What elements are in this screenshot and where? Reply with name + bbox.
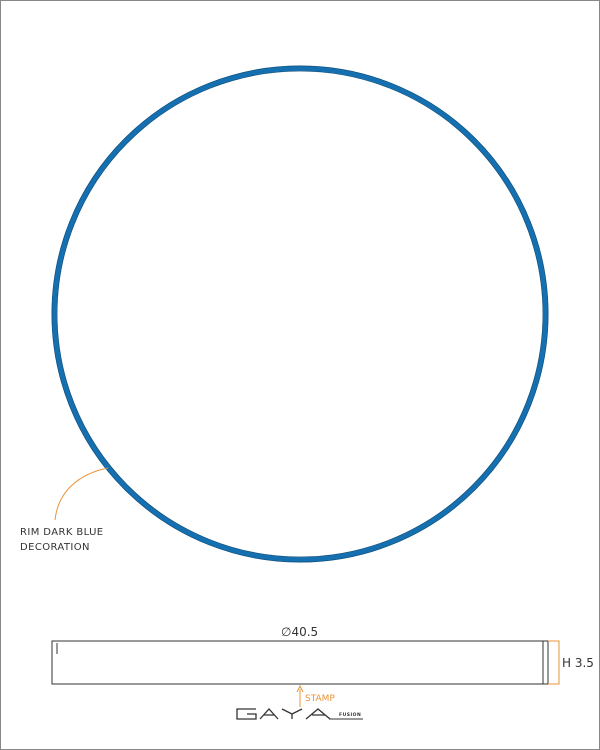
rim-annotation: RIM DARK BLUE DECORATION <box>20 467 109 553</box>
stamp-label: STAMP <box>305 694 335 704</box>
stamp-arrow-head <box>296 684 304 693</box>
side-view-outline <box>51 640 549 685</box>
logo-letter-a-2 <box>305 708 331 720</box>
gaya-logo: FUSION <box>236 708 363 720</box>
height-label: H 3.5 <box>562 656 594 670</box>
rim-label-line-1: RIM DARK BLUE <box>20 527 104 538</box>
rim-inner-edge <box>56 70 544 558</box>
rim-outer-edge <box>51 65 549 563</box>
stamp-annotation: STAMP <box>296 684 335 707</box>
plate-top-view <box>51 65 549 563</box>
height-dimension: H 3.5 <box>548 640 594 685</box>
logo-letter-y <box>281 708 303 719</box>
logo-subtext: FUSION <box>339 712 361 718</box>
height-bracket <box>548 640 560 685</box>
rim-leader-line <box>54 467 109 521</box>
diameter-label: ∅40.5 <box>281 625 318 639</box>
plate-side-view <box>51 640 549 685</box>
logo-letter-g <box>236 708 257 720</box>
rim-label-line-2: DECORATION <box>20 542 90 553</box>
rim-decoration-band <box>52 66 548 562</box>
logo-letter-a-1 <box>259 708 279 720</box>
